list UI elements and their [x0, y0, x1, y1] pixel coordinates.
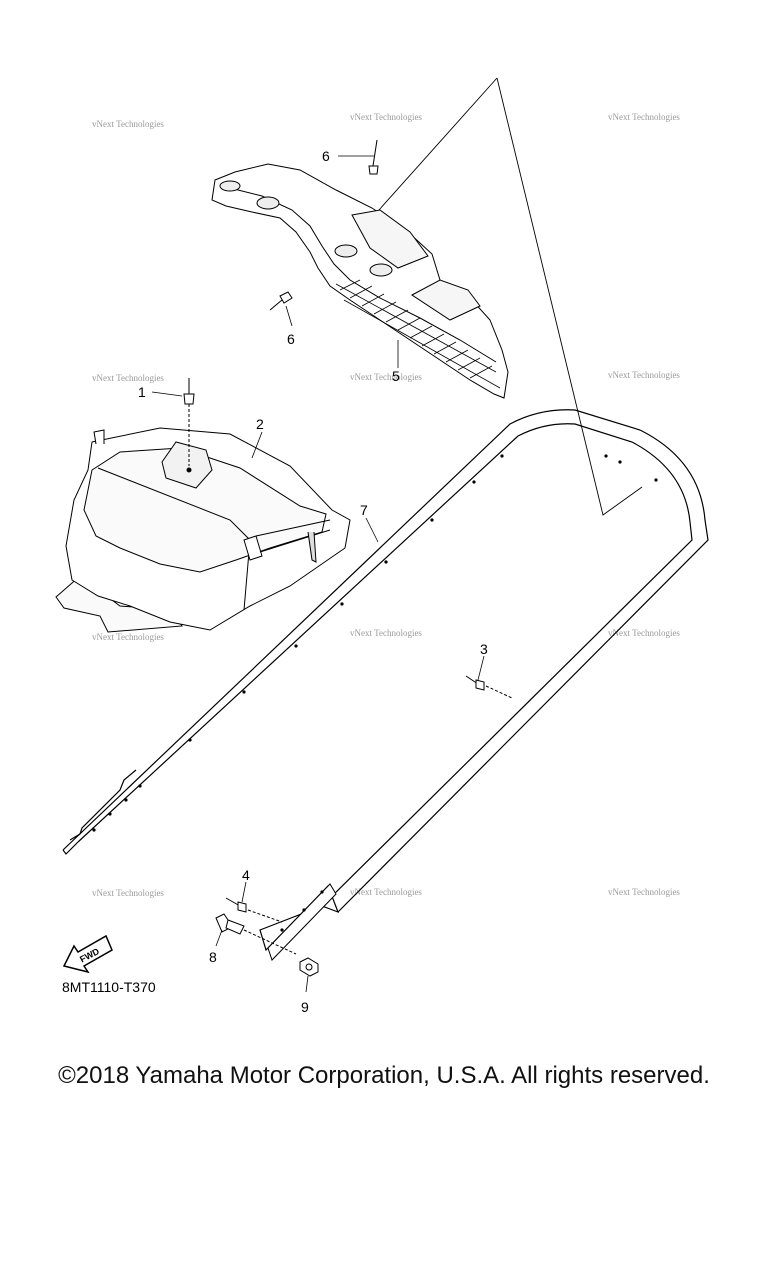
watermark: vNext Technologies: [350, 887, 422, 897]
parts-diagram: vNext Technologies vNext Technologies vN…: [55, 77, 709, 1015]
watermark: vNext Technologies: [350, 112, 422, 122]
watermark: vNext Technologies: [350, 372, 422, 382]
part-6-rivet-lower: [269, 291, 293, 311]
part-9-nut: [299, 957, 319, 977]
part-7-rail: [62, 409, 709, 961]
callout-7: 7: [360, 502, 368, 518]
watermark: vNext Technologies: [608, 628, 680, 638]
fwd-arrow-icon: [62, 934, 113, 974]
fwd-arrow: FWD: [62, 934, 113, 974]
watermark: vNext Technologies: [92, 632, 164, 642]
callout-2: 2: [256, 416, 264, 432]
rail-holes: [92, 454, 658, 932]
part-1-rivet: [183, 378, 195, 405]
watermark: vNext Technologies: [608, 370, 680, 380]
part-2-storage-bag: [55, 404, 351, 633]
callout-9: 9: [301, 999, 309, 1015]
watermark: vNext Technologies: [92, 119, 164, 129]
callout-6-upper: 6: [322, 148, 330, 164]
watermark: vNext Technologies: [92, 373, 164, 383]
part-4-rivet: [225, 897, 283, 923]
callout-leaders: [151, 155, 485, 993]
watermark: vNext Technologies: [608, 887, 680, 897]
part-8-bolt: [215, 913, 297, 955]
watermark: vNext Technologies: [92, 888, 164, 898]
part-3-rivet: [465, 675, 513, 699]
part-5-cover: [211, 163, 509, 399]
callouts: 1 2 3 4 5 6 6 7 8 9: [138, 148, 488, 1015]
part-6-rivet-upper: [368, 139, 379, 175]
callout-8: 8: [209, 949, 217, 965]
watermarks: vNext Technologies vNext Technologies vN…: [92, 112, 680, 898]
diagram-code: 8MT1110-T370: [62, 979, 156, 995]
callout-6-lower: 6: [287, 331, 295, 347]
apex-leader-to-rail: [496, 77, 643, 516]
watermark: vNext Technologies: [350, 628, 422, 638]
callout-5: 5: [392, 368, 400, 384]
callout-1: 1: [138, 384, 146, 400]
callout-3: 3: [480, 641, 488, 657]
callout-4: 4: [242, 867, 250, 883]
copyright-notice: ©2018 Yamaha Motor Corporation, U.S.A. A…: [58, 1062, 710, 1089]
watermark: vNext Technologies: [608, 112, 680, 122]
